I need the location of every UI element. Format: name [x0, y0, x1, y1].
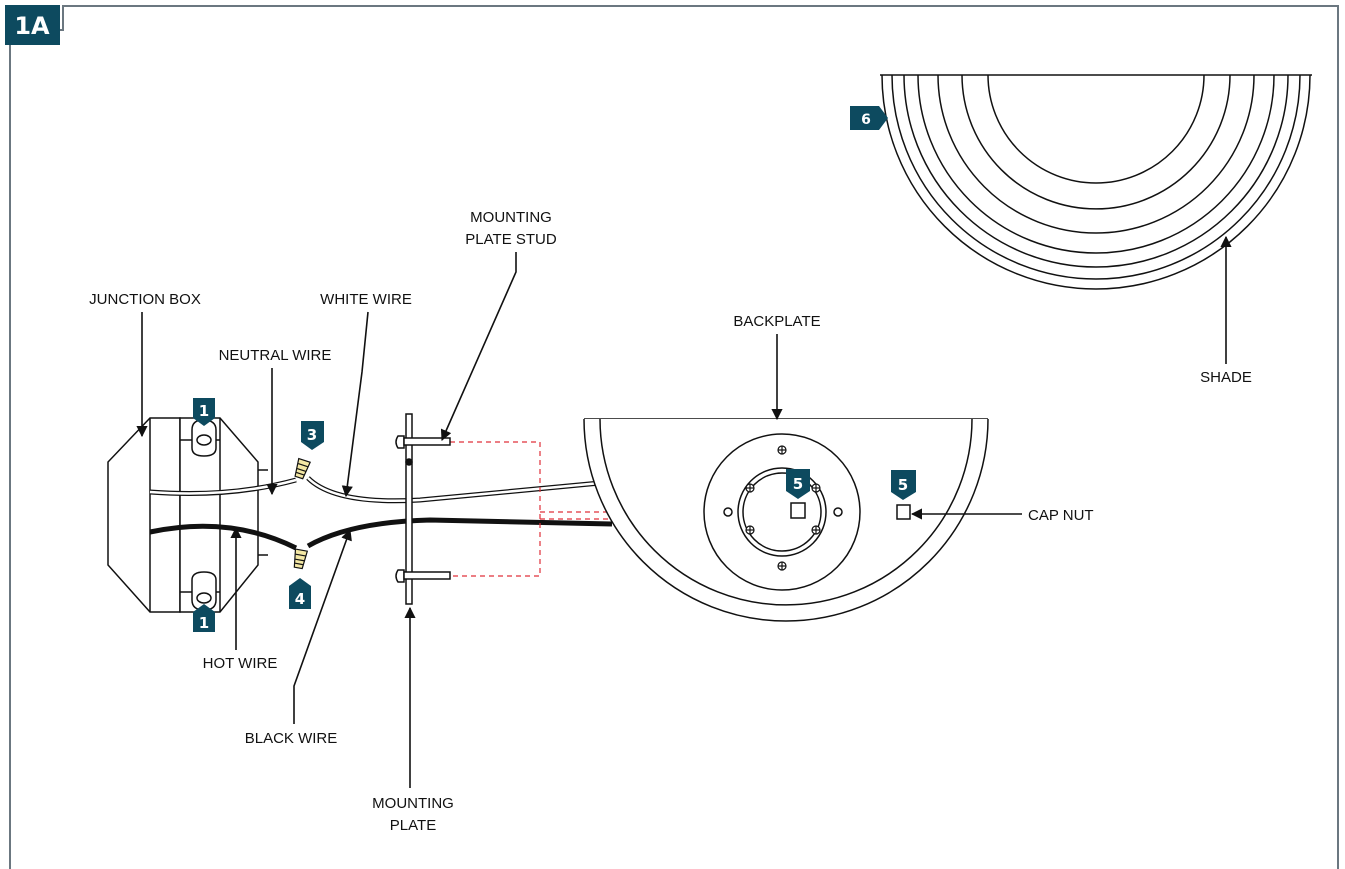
wire-nut-white: [294, 457, 312, 480]
step-badge-screws-bottom: 1: [193, 604, 215, 632]
cap-nut-center: [790, 502, 806, 519]
wire-nut-black: [293, 548, 309, 570]
leader-lines: [136, 235, 1232, 788]
label-cap-nut: CAP NUT: [1028, 507, 1094, 524]
shade: [880, 74, 1312, 290]
white-wires: [149, 476, 601, 504]
label-white-wire: WHITE WIRE: [320, 291, 412, 308]
junction-box-screw-top: [191, 419, 217, 457]
svg-text:6: 6: [861, 112, 871, 128]
hot-wire: [149, 523, 298, 551]
cap-nuts: [790, 502, 911, 520]
figure-badge-text: 1A: [14, 12, 50, 40]
label-neutral-wire: NEUTRAL WIRE: [219, 347, 332, 364]
svg-text:4: 4: [295, 590, 305, 608]
mounting-plate: [395, 413, 451, 605]
step-badge-white-connection: 3: [301, 421, 324, 450]
label-shade: SHADE: [1200, 369, 1252, 386]
step-badges: 1 1 3 4 5 5 6: [193, 106, 916, 632]
label-black-wire: BLACK WIRE: [245, 730, 338, 747]
backplate-screws: [745, 445, 821, 571]
step-badge-black-connection: 4: [289, 578, 311, 609]
figure-frame: 1A: [5, 5, 1339, 869]
svg-text:5: 5: [898, 476, 908, 494]
svg-text:3: 3: [307, 426, 317, 444]
label-mounting-plate-stud-line1: MOUNTING: [470, 209, 552, 226]
cap-nut-side: [896, 504, 911, 520]
black-wire: [306, 517, 613, 549]
svg-text:1: 1: [199, 402, 209, 420]
label-mounting-plate-stud-line2: PLATE STUD: [465, 231, 557, 248]
step-badge-cap-nut-center: 5: [786, 469, 810, 499]
label-mounting-plate-line2: PLATE: [390, 817, 436, 834]
label-backplate: BACKPLATE: [733, 313, 820, 330]
junction-box-screw-bottom: [191, 571, 217, 611]
label-hot-wire: HOT WIRE: [203, 655, 278, 672]
label-junction-box: JUNCTION BOX: [89, 291, 201, 308]
label-mounting-plate-line1: MOUNTING: [372, 795, 454, 812]
white-wire-arrow: [341, 311, 369, 498]
black-wire-arrow: [293, 528, 352, 724]
svg-text:1: 1: [199, 614, 209, 632]
mounting-plate-stud-arrow: [440, 252, 517, 442]
junction-box: [107, 417, 268, 613]
labels: JUNCTION BOX NEUTRAL WIRE WHITE WIRE MOU…: [89, 209, 1252, 834]
step-badge-screws-top: 1: [193, 398, 215, 426]
svg-text:5: 5: [793, 475, 803, 493]
step-badge-cap-nut-side: 5: [891, 470, 916, 500]
backplate: [583, 418, 989, 622]
black-wires: [149, 517, 613, 551]
step-badge-shade: 6: [850, 106, 888, 130]
figure-badge: [5, 5, 60, 45]
